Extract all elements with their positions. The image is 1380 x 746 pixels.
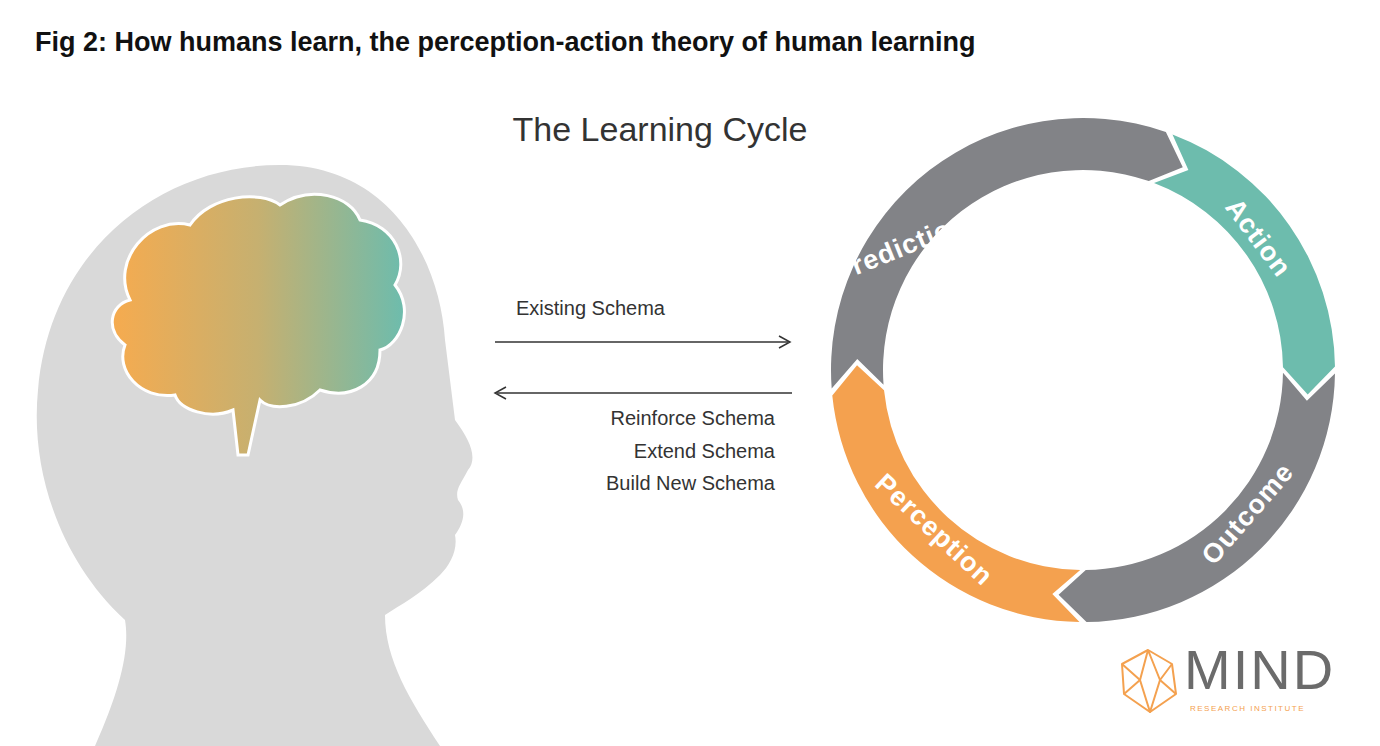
cycle-segment: Outcome bbox=[821, 108, 1345, 632]
logo-wordmark: MIND bbox=[1184, 642, 1335, 698]
head-silhouette bbox=[37, 165, 473, 746]
figure-title: Fig 2: How humans learn, the perception-… bbox=[35, 27, 976, 58]
cycle-segment: Action bbox=[821, 108, 1345, 632]
segment-label: Outcome bbox=[1197, 458, 1299, 569]
logo-icon bbox=[1122, 650, 1176, 712]
logo-subtitle: RESEARCH INSTITUTE bbox=[1190, 704, 1305, 713]
schema-arrows bbox=[495, 336, 792, 399]
arrow-label: Existing Schema bbox=[516, 297, 665, 320]
segment-band bbox=[832, 365, 1080, 622]
arrow-label: Reinforce Schema bbox=[610, 407, 775, 430]
segment-band bbox=[1059, 373, 1335, 622]
segment-band bbox=[831, 118, 1183, 388]
segment-shape bbox=[821, 108, 1345, 632]
segment-shape bbox=[821, 108, 1345, 632]
cycle-heading: The Learning Cycle bbox=[513, 110, 808, 149]
segment-label: Prediction bbox=[830, 208, 972, 286]
segment-label: Perception bbox=[870, 469, 998, 591]
segment-shape bbox=[821, 108, 1345, 632]
arrow-label: Extend Schema bbox=[634, 440, 775, 463]
cycle-segment: Perception bbox=[821, 108, 1345, 632]
arrow-label: Build New Schema bbox=[606, 472, 775, 495]
cycle-segment: Prediction bbox=[821, 108, 1345, 632]
segment-label: Action bbox=[1220, 194, 1296, 282]
segment-shape bbox=[821, 108, 1345, 632]
brain bbox=[112, 194, 404, 455]
segment-band bbox=[1154, 134, 1335, 394]
